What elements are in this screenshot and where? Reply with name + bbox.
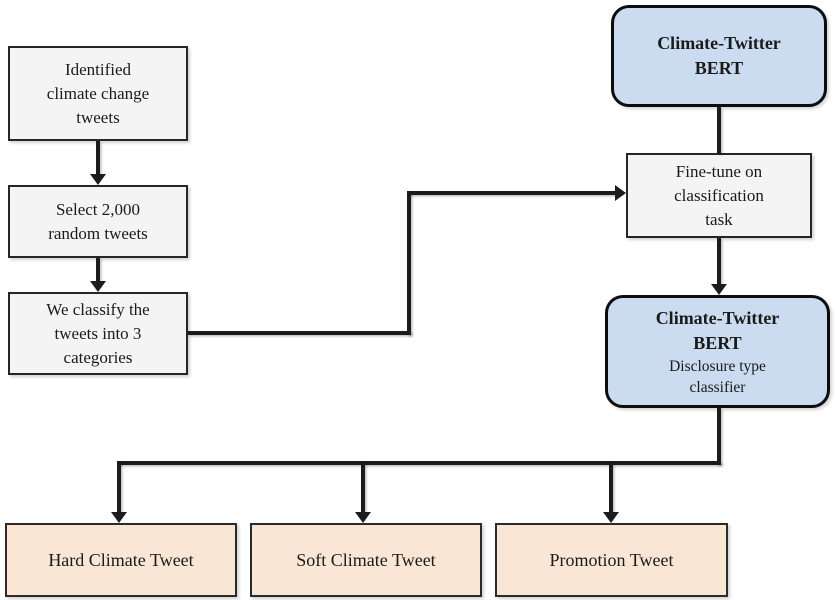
connector-branch-bus — [117, 461, 721, 465]
label-line: task — [705, 209, 733, 229]
arrowhead-down-icon — [90, 281, 106, 292]
subtitle-line: classifier — [689, 378, 746, 396]
title-line: BERT — [693, 332, 742, 353]
label-line: Fine-tune on — [675, 161, 763, 181]
title-line: Climate-Twitter — [657, 33, 781, 53]
node-label: Identified climate change tweets — [47, 58, 149, 130]
node-label: We classify the tweets into 3 categories — [46, 298, 149, 370]
node-label: Fine-tune on classification task — [674, 160, 764, 232]
node-bert-disclosure-classifier: Climate-Twitter BERT Disclosure type cla… — [605, 295, 830, 408]
label-line: classification — [674, 185, 764, 205]
connector-finetune-to-classifier — [717, 238, 721, 285]
label-line: tweets into 3 — [54, 323, 142, 343]
label-line: categories — [63, 347, 133, 367]
node-fine-tune-classification: Fine-tune on classification task — [626, 153, 812, 238]
node-label: Hard Climate Tweet — [48, 550, 194, 570]
label-line: Select 2,000 — [55, 199, 141, 219]
label-line: random tweets — [48, 223, 148, 243]
node-classify-into-categories: We classify the tweets into 3 categories — [8, 292, 188, 375]
connector-bus-to-hard — [117, 461, 121, 513]
node-soft-climate-tweet: Soft Climate Tweet — [250, 523, 482, 597]
label-line: tweets — [76, 107, 120, 127]
connector-bert-to-finetune — [717, 107, 721, 153]
label-line: climate change — [46, 83, 150, 103]
title-line: BERT — [694, 58, 744, 78]
node-climate-twitter-bert: Climate-Twitter BERT — [611, 5, 827, 107]
arrowhead-down-icon — [90, 174, 106, 185]
node-label: Select 2,000 random tweets — [48, 198, 148, 246]
subtitle-line: Disclosure type — [669, 357, 766, 375]
node-identified-climate-tweets: Identified climate change tweets — [8, 46, 188, 141]
node-select-random-tweets: Select 2,000 random tweets — [8, 185, 188, 258]
connector-select-to-classify — [96, 258, 100, 285]
node-label: Promotion Tweet — [549, 550, 674, 570]
connector-identified-to-select — [96, 141, 100, 177]
connector-classifier-to-bus — [717, 408, 721, 465]
arrowhead-down-icon — [603, 512, 619, 523]
title-line: Climate-Twitter — [655, 307, 780, 328]
arrowhead-down-icon — [711, 284, 727, 295]
node-promotion-tweet: Promotion Tweet — [495, 523, 728, 597]
node-hard-climate-tweet: Hard Climate Tweet — [5, 523, 237, 597]
connector-bus-to-soft — [361, 463, 365, 513]
arrowhead-down-icon — [111, 512, 127, 523]
connector-classify-elbow-horizontal-low — [188, 331, 411, 335]
connector-classify-elbow-vertical — [407, 191, 411, 335]
connector-classify-elbow-horizontal-high — [407, 191, 617, 195]
connector-bus-to-promotion — [609, 463, 613, 513]
node-title: Climate-Twitter BERT — [656, 306, 780, 356]
arrowhead-down-icon — [355, 512, 371, 523]
node-title: Climate-Twitter BERT — [657, 31, 781, 81]
label-line: We classify the — [46, 299, 150, 319]
node-subtitle: Disclosure type classifier — [669, 356, 766, 398]
arrowhead-right-icon — [615, 185, 626, 201]
label-line: Identified — [64, 59, 132, 79]
node-label: Soft Climate Tweet — [296, 550, 436, 570]
